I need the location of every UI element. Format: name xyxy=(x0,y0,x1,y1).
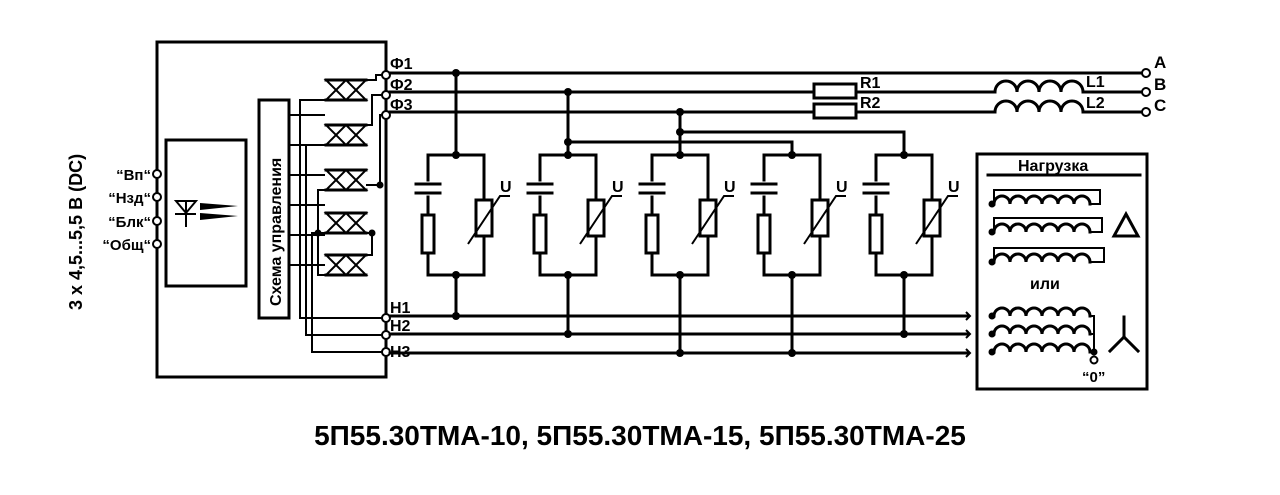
terminal-f1: Ф1 xyxy=(390,56,413,73)
pin-label-obsh: “Общ“ xyxy=(102,237,151,254)
pin-label-vp: “Вп“ xyxy=(116,167,151,184)
inductor-l2 xyxy=(993,99,1085,114)
load-title: Нагрузка xyxy=(1018,158,1088,175)
light-arrow-icon xyxy=(200,203,238,210)
varistor-label-4: U xyxy=(836,179,848,196)
varistor-label-1: U xyxy=(500,179,512,196)
triac-icon-1 xyxy=(323,78,369,102)
terminal-f2: Ф2 xyxy=(390,77,413,94)
pin-terminal-nzd xyxy=(152,192,162,202)
light-arrow-icon-2 xyxy=(200,213,238,220)
pin-terminal-blk xyxy=(152,216,162,226)
resistor-r2 xyxy=(812,102,858,120)
terminal-f3: Ф3 xyxy=(390,97,413,114)
resistor-r2-label: R2 xyxy=(860,95,881,112)
line-label-b: B xyxy=(1154,75,1166,94)
resistor-r1 xyxy=(812,82,858,100)
line-label-a: A xyxy=(1154,53,1166,72)
delta-coils xyxy=(988,189,1141,266)
terminal-n2: Н2 xyxy=(390,318,411,335)
neutral-label: “0” xyxy=(1082,369,1105,386)
control-scheme-block: Схема управления xyxy=(257,98,325,320)
varistor-label-2: U xyxy=(612,179,624,196)
models-caption: 5П55.30ТМА-10, 5П55.30ТМА-15, 5П55.30ТМА… xyxy=(314,420,966,451)
control-pins: “Вп“ “Нзд“ “Блк“ “Общ“ xyxy=(102,167,162,254)
control-scheme-label: Схема управления xyxy=(268,158,285,306)
snubber-cell-2: U xyxy=(526,88,624,338)
inductor-l1 xyxy=(993,79,1085,94)
snubber-cell-4: U xyxy=(750,140,848,357)
varistor-label-3: U xyxy=(724,179,736,196)
star-coils xyxy=(988,306,1141,365)
resistor-r1-label: R1 xyxy=(860,75,881,92)
line-label-c: C xyxy=(1154,96,1166,115)
delta-symbol-icon xyxy=(1111,210,1141,238)
input-terminals: Ф1 Ф2 Ф3 xyxy=(381,56,413,120)
phase-lines: R1 R2 L1 L2 A B C xyxy=(388,53,1166,120)
pin-terminal-obsh xyxy=(152,239,162,249)
pin-label-nzd: “Нзд“ xyxy=(108,190,151,207)
terminal-n1: Н1 xyxy=(390,300,411,317)
inductor-l2-label: L2 xyxy=(1086,95,1105,112)
triac-icon-5 xyxy=(323,253,369,277)
triac-icon-4 xyxy=(323,211,369,235)
pin-label-blk: “Блк“ xyxy=(108,214,151,231)
inductor-l1-label: L1 xyxy=(1086,74,1105,91)
pin-terminal-vp xyxy=(152,169,162,179)
snubber-cell-1: U xyxy=(414,69,512,320)
triac-switches xyxy=(299,74,386,353)
snubber-cell-3: U xyxy=(638,108,736,357)
optocoupler xyxy=(164,138,248,288)
snubber-cell-5: U xyxy=(862,130,960,338)
triac-icon-2 xyxy=(323,123,369,147)
triac-icon-3 xyxy=(323,168,369,192)
load-or-label: или xyxy=(1030,276,1060,293)
varistor-label-5: U xyxy=(948,179,960,196)
snubber-cells: U U xyxy=(414,69,960,357)
load-box: Нагрузка или xyxy=(965,152,1149,391)
supply-voltage-label: 3 x 4,5...5,5 В (DC) xyxy=(66,154,86,310)
relay-module-frame xyxy=(155,40,388,379)
